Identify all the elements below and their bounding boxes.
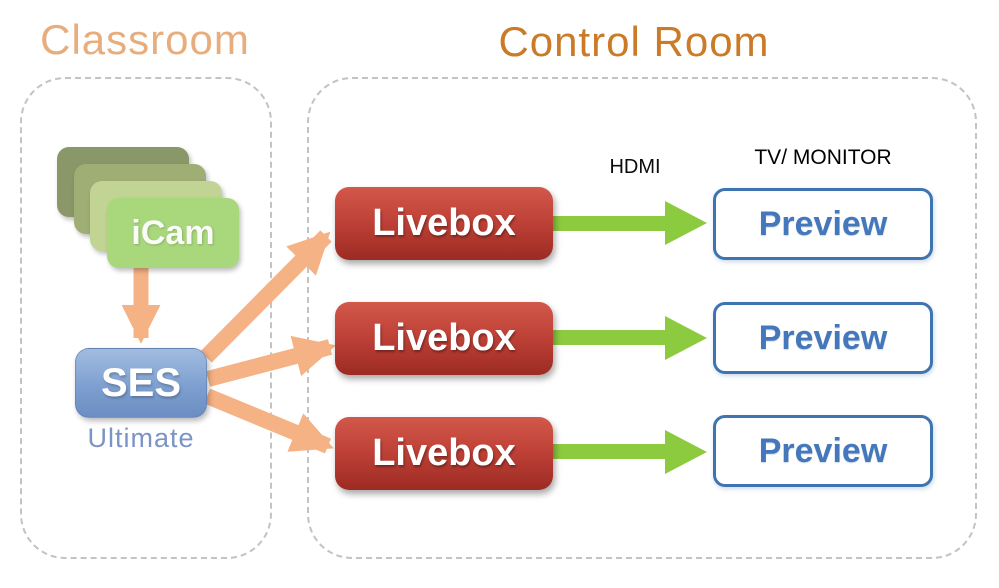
icam-card-front: iCam [107,198,239,268]
ses-box: SES [75,348,207,418]
hdmi-arrow-shaft-3 [553,444,666,459]
ses-edition-label: Ultimate [87,423,195,453]
livebox-1: Livebox [335,187,553,260]
hdmi-label: HDMI [609,156,661,178]
control-room-title: Control Room [498,18,770,65]
hdmi-arrow-head-3 [665,430,707,474]
preview-monitor-3: Preview [713,415,933,487]
arrow-ses-to-livebox-2 [205,335,337,387]
tv-monitor-label: TV/ MONITOR [754,146,892,169]
livebox-1-label: Livebox [372,202,516,244]
preview-1-label: Preview [758,204,888,243]
icam-label: iCam [131,213,215,252]
preview-monitor-1: Preview [713,188,933,260]
arrow-ses-to-livebox-1 [200,230,332,363]
classroom-zone-frame [20,77,272,559]
preview-2-label: Preview [758,318,888,357]
livebox-2: Livebox [335,302,553,375]
arrow-ses-to-livebox-3 [203,388,334,454]
control-room-zone-frame [307,77,977,559]
ses-label: SES [100,360,182,405]
preview-monitor-2: Preview [713,302,933,374]
hdmi-arrow-shaft-1 [553,216,666,231]
hdmi-arrow-head-1 [665,201,707,245]
hdmi-arrow-shaft-2 [553,330,666,345]
livebox-3: Livebox [335,417,553,490]
hdmi-arrow-head-2 [665,316,707,360]
preview-3-label: Preview [758,431,888,470]
classroom-title: Classroom [40,16,250,63]
livebox-3-label: Livebox [372,432,516,474]
livebox-2-label: Livebox [372,317,516,359]
